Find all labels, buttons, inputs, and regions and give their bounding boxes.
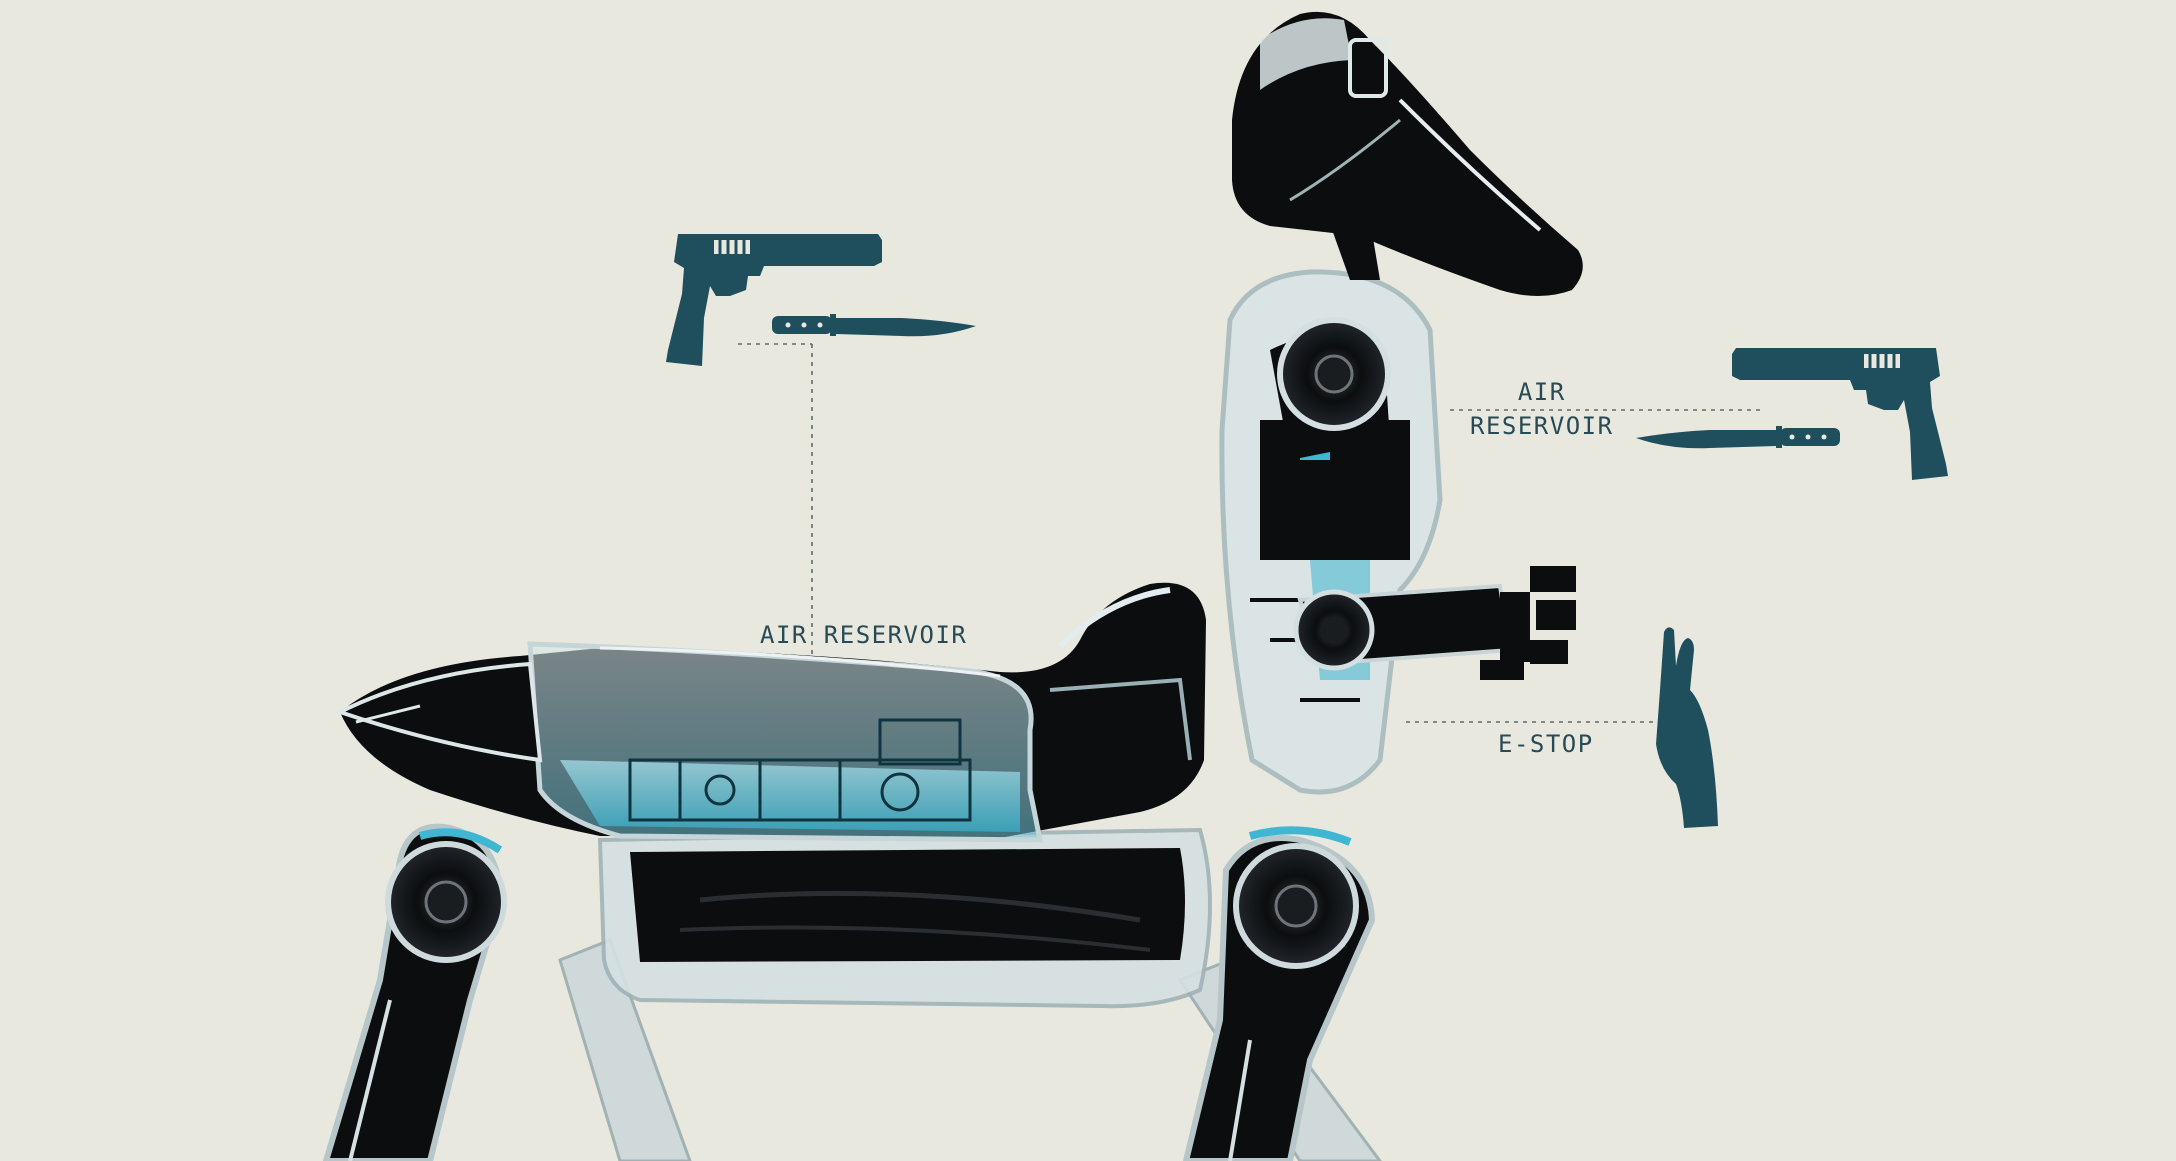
arm: [1293, 566, 1576, 680]
pistol-icon: [666, 234, 882, 366]
torso: [1219, 269, 1443, 795]
rear-leg-back: [558, 938, 692, 1161]
pistol-icon: [1732, 348, 1948, 480]
leader-lines: [738, 343, 1764, 723]
callout-air-reservoir-left: AIR RESERVOIR: [760, 621, 968, 649]
callout-air-reservoir-right-line2: RESERVOIR: [1470, 411, 1614, 440]
callout-air-reservoir-right-line1: AIR: [1517, 378, 1566, 406]
body-shell: [334, 582, 1206, 843]
robot-illustration: [322, 11, 1583, 1161]
callout-e-stop: E-STOP: [1498, 730, 1594, 758]
gripper: [1480, 566, 1576, 680]
knife-icon: [1636, 426, 1840, 449]
rear-leg: [322, 823, 507, 1161]
knife-icon: [772, 314, 976, 337]
front-leg: [1182, 826, 1376, 1161]
callout-air-reservoir-right: AIR RESERVOIR: [1470, 376, 1614, 443]
body-belly: [597, 827, 1212, 1009]
open-hand-icon: [1656, 627, 1718, 828]
head: [1232, 11, 1583, 297]
